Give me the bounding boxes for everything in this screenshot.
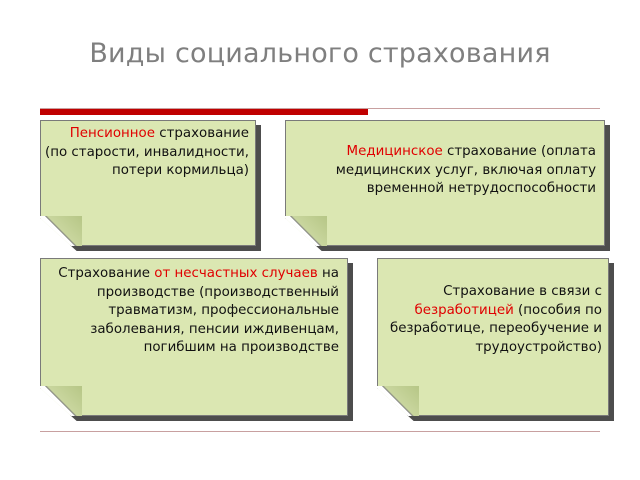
card-medical-text: Медицинское страхование (оплата медицинс… [296, 143, 596, 199]
card-unemployment-highlight: безработицей [414, 302, 514, 318]
bottom-divider [40, 431, 600, 432]
card-pension-text: Пенсионное страхование (по старости, инв… [45, 125, 249, 181]
card-medical-body: страхование (оплата медицинских услуг, в… [335, 144, 596, 196]
folded-corner-icon [285, 216, 327, 246]
card-accident-text: Страхование от несчастных случаев на про… [45, 265, 339, 358]
folded-corner-icon [40, 216, 82, 246]
card-pension: Пенсионное страхование (по старости, инв… [40, 120, 256, 246]
card-accident-prefix: Страхование [58, 266, 155, 281]
top-divider [40, 108, 600, 109]
folded-corner-icon [40, 386, 82, 416]
card-unemployment-prefix: Страхование в связи с [443, 284, 602, 299]
card-unemployment: Страхование в связи с безработицей (посо… [377, 258, 609, 416]
card-accident-body: на производстве (производственный травма… [90, 266, 339, 355]
slide-title: Виды социального страхования [89, 38, 551, 69]
card-unemployment-body: (пособия по безработице, переобучение и … [389, 302, 602, 355]
top-divider-accent [40, 109, 368, 115]
card-medical-highlight: Медицинское [346, 144, 443, 159]
card-medical: Медицинское страхование (оплата медицинс… [285, 120, 605, 246]
card-unemployment-text: Страхование в связи с безработицей (посо… [386, 283, 602, 357]
card-pension-highlight: Пенсионное [69, 126, 155, 141]
card-accident-highlight: от несчастных случаев [154, 266, 318, 281]
folded-corner-icon [377, 386, 419, 416]
card-pension-body: страхование (по старости, инвалидности, … [45, 126, 250, 178]
card-accident: Страхование от несчастных случаев на про… [40, 258, 348, 416]
